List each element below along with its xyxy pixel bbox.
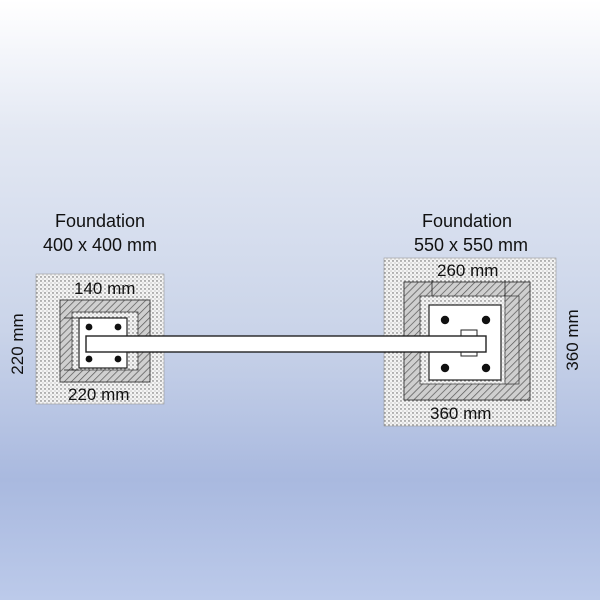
left-foundation-size: 400 x 400 mm — [42, 235, 158, 255]
right-anchor-bolt — [481, 315, 491, 325]
left-foundation-title: Foundation — [54, 211, 146, 231]
right-foundation-size: 550 x 550 mm — [413, 235, 529, 255]
right-anchor-bolt — [481, 363, 491, 373]
left-dim-side: 220 mm — [8, 313, 27, 375]
right-dim-side: 360 mm — [563, 309, 582, 371]
right-dim-bottom: 360 mm — [430, 404, 492, 423]
right-dim-top: 260 mm — [437, 261, 499, 280]
right-anchor-bolt — [440, 363, 450, 373]
right-foundation-side-strip — [504, 295, 520, 385]
left-anchor-bolt — [85, 323, 93, 331]
left-dim-top: 140 mm — [74, 279, 136, 298]
right-anchor-bolt — [440, 315, 450, 325]
left-anchor-bolt — [114, 323, 122, 331]
left-dim-bottom: 220 mm — [68, 385, 130, 404]
left-anchor-bolt — [114, 355, 122, 363]
right-foundation-title: Foundation — [421, 211, 513, 231]
connecting-beam — [85, 335, 487, 353]
left-anchor-bolt — [85, 355, 93, 363]
